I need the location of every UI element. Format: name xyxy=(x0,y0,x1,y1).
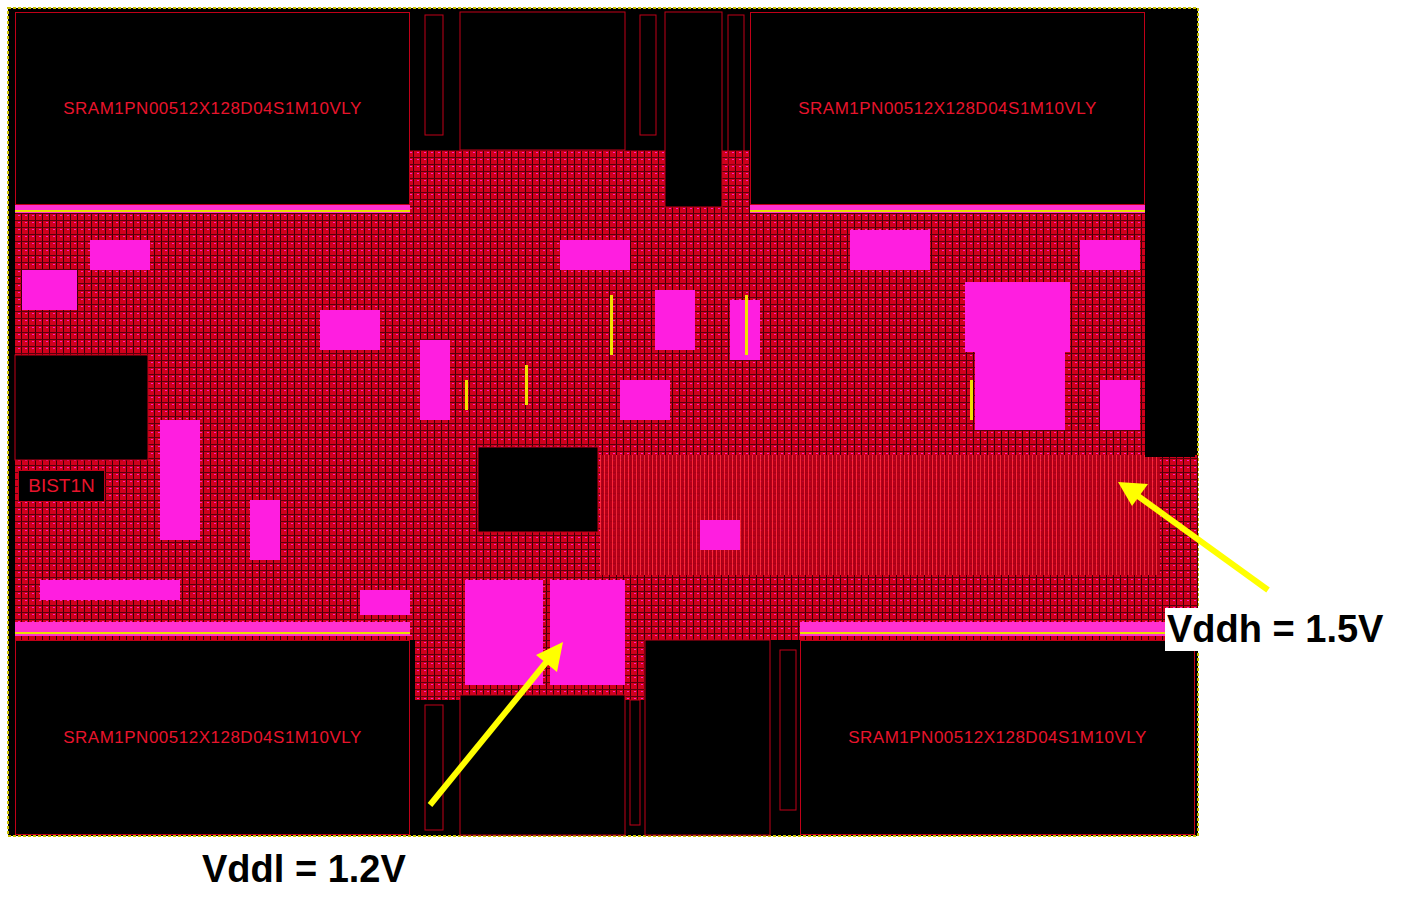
block-label: SRAM1PN00512X128D04S1M10VLY xyxy=(63,99,362,119)
voltage-label: Vddh = 1.5V xyxy=(1165,608,1385,651)
block-label: SRAM1PN00512X128D04S1M10VLY xyxy=(848,728,1147,748)
sram-macro: SRAM1PN00512X128D04S1M10VLY xyxy=(15,640,410,835)
sram-macro: SRAM1PN00512X128D04S1M10VLY xyxy=(15,12,410,205)
voltage-label: Vddl = 1.2V xyxy=(200,848,408,891)
block-label: SRAM1PN00512X128D04S1M10VLY xyxy=(63,728,362,748)
sram-macro: SRAM1PN00512X128D04S1M10VLY xyxy=(750,12,1145,205)
sram-macro: SRAM1PN00512X128D04S1M10VLY xyxy=(800,640,1195,835)
bist-block: BIST1N xyxy=(18,470,105,502)
block-label: SRAM1PN00512X128D04S1M10VLY xyxy=(798,99,1097,119)
block-label: BIST1N xyxy=(28,475,95,497)
